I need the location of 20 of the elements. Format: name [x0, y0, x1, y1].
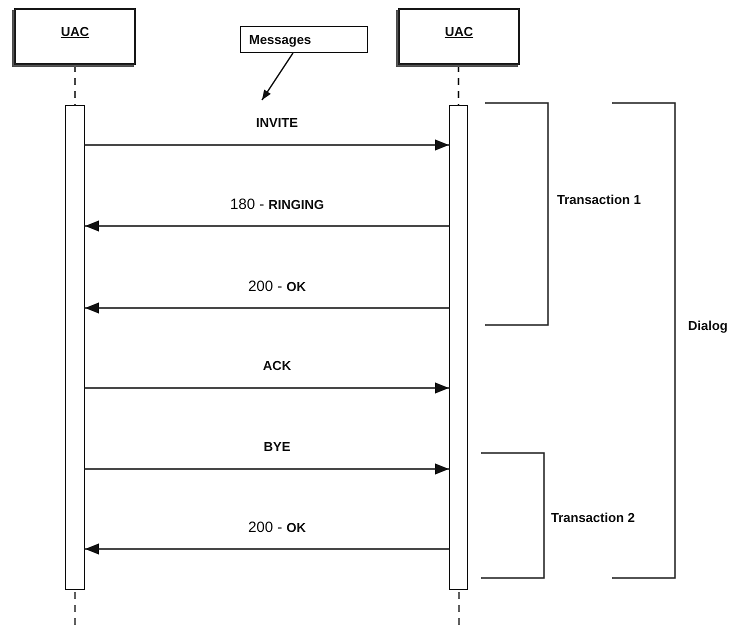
lifeline	[458, 65, 460, 105]
activation-bar	[449, 105, 468, 590]
message-arrow	[85, 382, 449, 394]
lifeline	[74, 65, 76, 105]
message-arrow	[85, 463, 449, 475]
lifeline-head-box	[398, 8, 520, 65]
message-arrow	[85, 139, 449, 151]
lifeline-head-box	[14, 8, 136, 65]
message-arrow	[85, 543, 449, 555]
participant-name: UAC	[444, 24, 474, 39]
message-arrow	[85, 302, 449, 314]
leader-arrow	[261, 52, 294, 100]
group-label: Dialog	[688, 318, 728, 333]
note-text: Messages	[249, 32, 312, 47]
participant-name: UAC	[60, 24, 90, 39]
transaction-label: Transaction 2	[551, 510, 635, 525]
activation-bar	[65, 105, 85, 590]
message-arrow	[85, 220, 449, 232]
note-box	[240, 26, 368, 53]
transaction-label: Transaction 1	[557, 192, 641, 207]
